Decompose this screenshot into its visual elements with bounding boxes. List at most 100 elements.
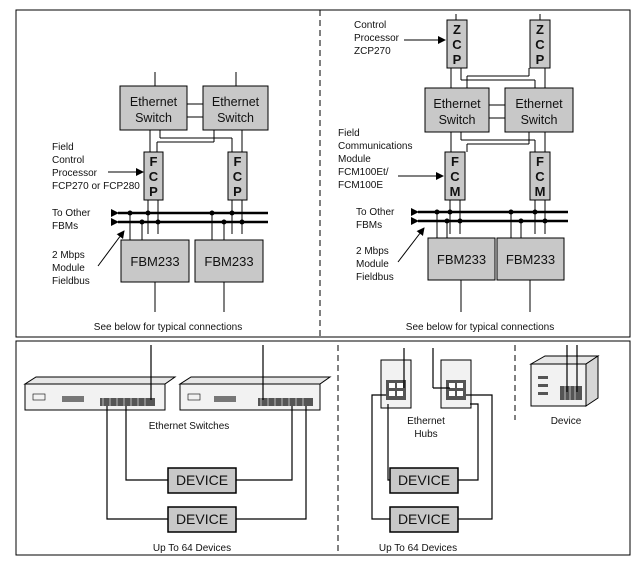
svg-text:Ethernet: Ethernet xyxy=(407,416,445,427)
fcm-module-a: F C M xyxy=(444,151,466,201)
ethernet-switch-left-a: Ethernet Switch xyxy=(119,85,188,131)
svg-text:F: F xyxy=(451,154,459,169)
svg-text:Fieldbus: Fieldbus xyxy=(356,272,394,283)
svg-text:Control: Control xyxy=(52,155,84,166)
zcp-module-a: Z C P xyxy=(446,19,468,69)
ethernet-switch-right-a: Ethernet Switch xyxy=(424,87,490,133)
svg-text:C: C xyxy=(233,169,243,184)
fieldbus-callout-left: 2 Mbps Module Fieldbus xyxy=(52,230,125,287)
ethernet-switches-label: Ethernet Switches xyxy=(149,421,230,432)
svg-text:FCP270 or FCP280: FCP270 or FCP280 xyxy=(52,181,140,192)
svg-text:FBM233: FBM233 xyxy=(130,254,179,269)
svg-text:C: C xyxy=(452,37,462,52)
svg-text:To Other: To Other xyxy=(356,207,395,218)
svg-text:2 Mbps: 2 Mbps xyxy=(356,246,389,257)
svg-text:DEVICE: DEVICE xyxy=(398,472,450,488)
fbm233-left-a: FBM233 xyxy=(120,239,190,283)
ethernet-hubs-label: Ethernet Hubs xyxy=(407,416,445,440)
svg-text:P: P xyxy=(233,184,242,199)
svg-text:Processor: Processor xyxy=(354,33,400,44)
svg-text:C: C xyxy=(535,37,545,52)
svg-text:To Other: To Other xyxy=(52,208,91,219)
svg-text:Ethernet: Ethernet xyxy=(433,97,481,111)
device-box-4: DEVICE xyxy=(389,506,459,533)
svg-text:FBM233: FBM233 xyxy=(437,252,486,267)
fbm233-right-b: FBM233 xyxy=(496,237,565,281)
svg-text:Z: Z xyxy=(536,22,544,37)
svg-text:Switch: Switch xyxy=(521,113,558,127)
ethernet-hub-b xyxy=(440,359,472,409)
hubs-footer: Up To 64 Devices xyxy=(379,543,457,554)
device-icon xyxy=(529,355,600,407)
svg-text:C: C xyxy=(535,169,545,184)
svg-text:Module: Module xyxy=(52,263,85,274)
ethernet-switch-right-b: Ethernet Switch xyxy=(504,87,574,133)
svg-text:Module: Module xyxy=(338,154,371,165)
svg-text:FCM100E: FCM100E xyxy=(338,180,383,191)
svg-text:Fieldbus: Fieldbus xyxy=(52,276,90,287)
svg-text:FBM233: FBM233 xyxy=(506,252,555,267)
ethernet-hub-a xyxy=(380,359,412,409)
device-box-3: DEVICE xyxy=(389,467,459,494)
fbm233-right-a: FBM233 xyxy=(427,237,496,281)
fcm-module-b: F C M xyxy=(529,151,551,201)
hub-cabling xyxy=(371,348,493,520)
svg-text:Z: Z xyxy=(453,22,461,37)
svg-text:F: F xyxy=(234,154,242,169)
fcp-callout: Field Control Processor FCP270 or FCP280 xyxy=(52,142,144,192)
to-other-fbms-right: To Other FBMs xyxy=(356,207,395,231)
ethernet-switch-left-b: Ethernet Switch xyxy=(202,85,269,131)
svg-text:Field: Field xyxy=(52,142,74,153)
zcp-callout: Control Processor ZCP270 xyxy=(354,20,446,57)
svg-text:Communications: Communications xyxy=(338,141,412,152)
svg-text:M: M xyxy=(535,184,546,199)
device-label: Device xyxy=(551,416,582,427)
svg-text:Ethernet: Ethernet xyxy=(130,95,178,109)
svg-text:DEVICE: DEVICE xyxy=(176,511,228,527)
svg-text:Ethernet: Ethernet xyxy=(515,97,563,111)
svg-text:Hubs: Hubs xyxy=(414,429,437,440)
svg-text:ZCP270: ZCP270 xyxy=(354,46,391,57)
svg-text:Field: Field xyxy=(338,128,360,139)
svg-text:Switch: Switch xyxy=(439,113,476,127)
svg-text:Ethernet: Ethernet xyxy=(212,95,260,109)
svg-text:F: F xyxy=(536,154,544,169)
fieldbus-callout-right: 2 Mbps Module Fieldbus xyxy=(356,227,425,283)
left-bus-dots xyxy=(127,210,245,225)
svg-text:FBMs: FBMs xyxy=(52,221,78,232)
to-other-fbms-left: To Other FBMs xyxy=(52,208,91,232)
device-box-2: DEVICE xyxy=(167,506,237,533)
svg-text:F: F xyxy=(150,154,158,169)
switches-footer: Up To 64 Devices xyxy=(153,543,231,554)
device-cabling xyxy=(566,345,578,392)
svg-text:Switch: Switch xyxy=(135,111,172,125)
bottom-frame xyxy=(15,340,631,556)
svg-text:C: C xyxy=(450,169,460,184)
svg-text:Control: Control xyxy=(354,20,386,31)
svg-text:P: P xyxy=(453,52,462,67)
right-panel-footer: See below for typical connections xyxy=(406,322,554,333)
switch-cabling xyxy=(106,345,307,520)
device-box-1: DEVICE xyxy=(167,467,237,494)
svg-text:Switch: Switch xyxy=(217,111,254,125)
ethernet-switch-device-b xyxy=(178,376,332,411)
fcm-callout: Field Communications Module FCM100Et/ FC… xyxy=(338,128,444,191)
ethernet-switch-device-a xyxy=(23,376,177,411)
svg-text:FBMs: FBMs xyxy=(356,220,382,231)
svg-text:P: P xyxy=(149,184,158,199)
svg-text:DEVICE: DEVICE xyxy=(398,511,450,527)
fcp-module-a: F C P xyxy=(143,151,164,201)
zcp-module-b: Z C P xyxy=(529,19,551,69)
fbm233-left-b: FBM233 xyxy=(194,239,264,283)
top-frame xyxy=(15,9,631,338)
svg-text:Processor: Processor xyxy=(52,168,98,179)
left-panel-footer: See below for typical connections xyxy=(94,322,242,333)
fcp-module-b: F C P xyxy=(227,151,248,201)
svg-text:C: C xyxy=(149,169,159,184)
svg-text:P: P xyxy=(536,52,545,67)
svg-text:2 Mbps: 2 Mbps xyxy=(52,250,85,261)
right-bus-dots xyxy=(434,209,548,224)
svg-text:Module: Module xyxy=(356,259,389,270)
svg-text:FCM100Et/: FCM100Et/ xyxy=(338,167,389,178)
svg-text:M: M xyxy=(450,184,461,199)
